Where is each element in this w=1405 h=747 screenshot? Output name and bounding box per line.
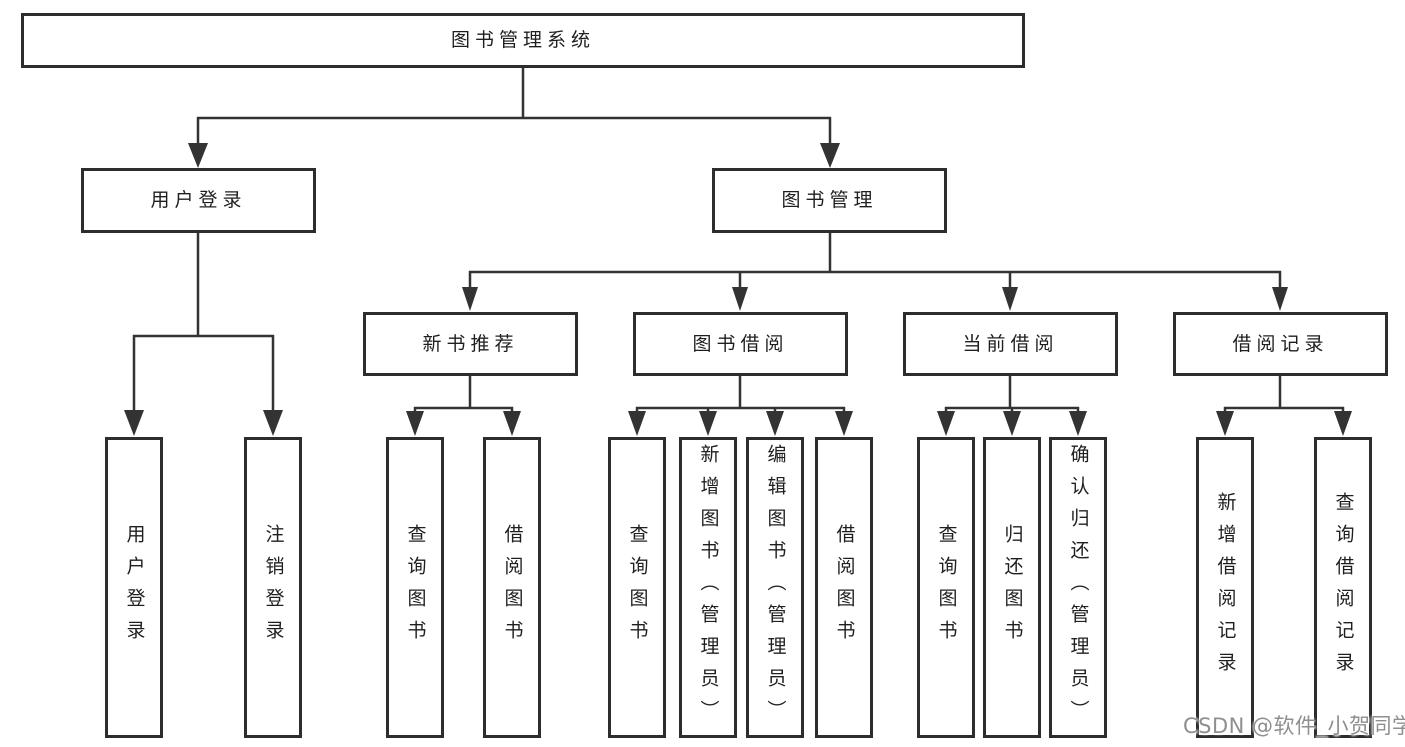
leaf-query-books-recommend-label: 查询图书 [404,523,427,652]
node-current-borrowing: 当前借阅 [903,312,1118,376]
node-new-book-recommendation: 新书推荐 [363,312,578,376]
leaf-borrow-books-label: 借阅图书 [833,523,856,652]
leaf-add-borrow-record-label: 新增借阅记录 [1214,491,1237,684]
node-new-book-recommendation-label: 新书推荐 [422,332,519,355]
node-root-label: 图书管理系统 [450,29,595,51]
node-current-borrowing-label: 当前借阅 [962,332,1059,355]
node-book-management-label: 图书管理 [781,189,878,211]
node-book-borrowing: 图书借阅 [633,312,848,376]
leaf-borrow-books-recommend-label: 借阅图书 [501,523,524,652]
node-book-management: 图书管理 [712,168,947,233]
leaf-add-borrow-record: 新增借阅记录 [1196,437,1254,738]
leaf-confirm-return-admin-label: 确认归还（管理员） [1067,443,1090,732]
node-user-login: 用户登录 [81,168,316,233]
leaf-logout-label: 注销登录 [262,523,285,652]
leaf-query-borrow-record: 查询借阅记录 [1314,437,1372,738]
leaf-borrow-books-recommend: 借阅图书 [483,437,541,738]
connector-arrowheads [124,143,1352,436]
leaf-user-login: 用户登录 [105,437,163,738]
csdn-watermark: CSDN @软件_小贺同学 [1183,714,1405,738]
leaf-return-book: 归还图书 [983,437,1041,738]
leaf-query-books-current: 查询图书 [917,437,975,738]
leaf-edit-book-admin: 编辑图书（管理员） [746,437,804,738]
node-borrowing-records: 借阅记录 [1173,312,1388,376]
leaf-add-book-admin: 新增图书（管理员） [679,437,737,738]
leaf-edit-book-admin-label: 编辑图书（管理员） [764,443,787,732]
leaf-query-books-borrowing-label: 查询图书 [626,523,649,652]
leaf-return-book-label: 归还图书 [1001,523,1024,652]
leaf-borrow-books: 借阅图书 [815,437,873,738]
leaf-query-borrow-record-label: 查询借阅记录 [1332,491,1355,684]
leaf-query-books-borrowing: 查询图书 [608,437,666,738]
leaf-query-books-recommend: 查询图书 [386,437,444,738]
node-borrowing-records-label: 借阅记录 [1232,332,1329,355]
leaf-query-books-current-label: 查询图书 [935,523,958,652]
node-root: 图书管理系统 [21,13,1025,68]
leaf-user-login-label: 用户登录 [123,523,146,652]
leaf-add-book-admin-label: 新增图书（管理员） [697,443,720,732]
node-user-login-label: 用户登录 [150,189,247,211]
leaf-confirm-return-admin: 确认归还（管理员） [1049,437,1107,738]
leaf-logout: 注销登录 [244,437,302,738]
node-book-borrowing-label: 图书借阅 [692,332,789,355]
